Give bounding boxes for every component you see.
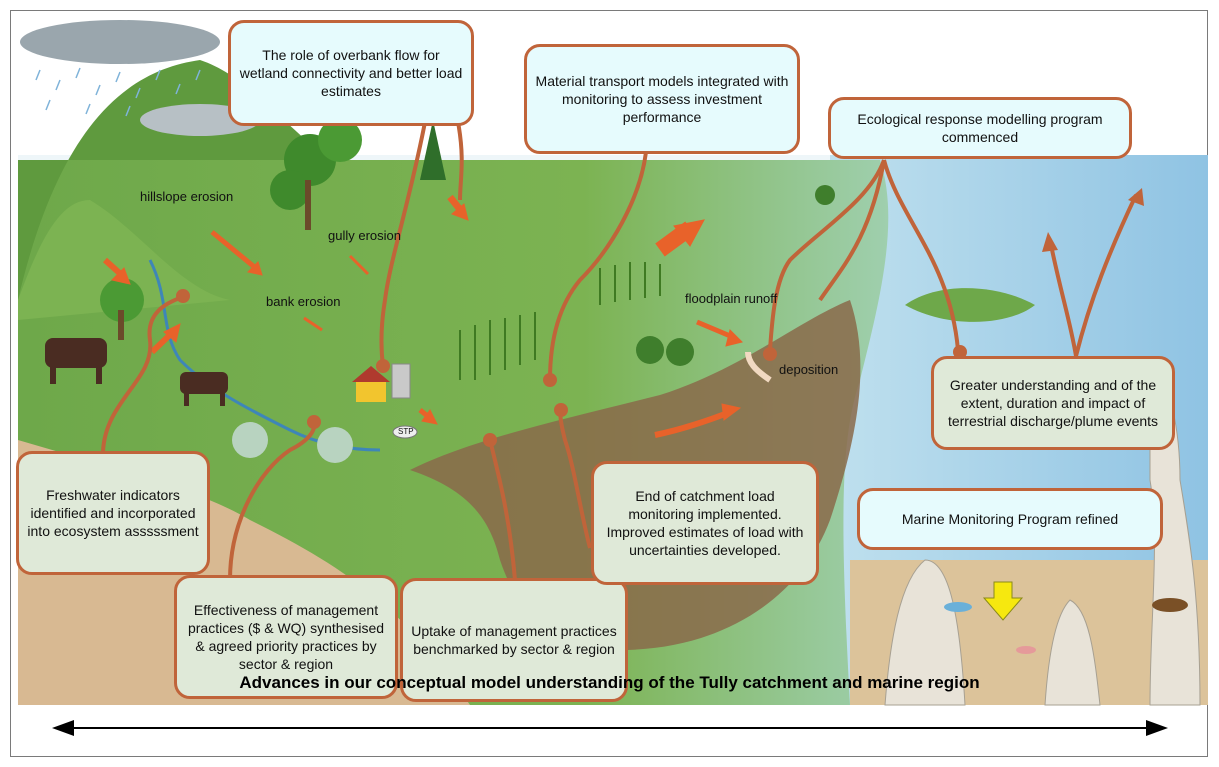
fish-icon xyxy=(944,602,972,612)
callout-greater-understanding: Greater understanding and of the extent,… xyxy=(931,356,1175,450)
reef-left xyxy=(884,559,966,706)
tree-icons xyxy=(100,118,835,463)
farmhouse-roof xyxy=(352,366,390,382)
crop-rows xyxy=(459,262,661,380)
label-floodplain-runoff: floodplain runoff xyxy=(685,291,778,306)
diagram-caption: Advances in our conceptual model underst… xyxy=(239,673,980,692)
callout-uptake: Uptake of management practices benchmark… xyxy=(400,578,628,702)
deposition-arrow xyxy=(745,351,772,383)
island xyxy=(905,288,1035,322)
callout-marine-monitoring: Marine Monitoring Program refined xyxy=(857,488,1163,550)
callout-end-of-catchment: End of catchment load monitoring impleme… xyxy=(591,461,819,585)
cattle-icons xyxy=(45,338,228,406)
fish-icon-2 xyxy=(1016,646,1036,654)
reef-middle xyxy=(1044,599,1101,706)
stp-icon xyxy=(392,425,418,439)
rain-cloud xyxy=(20,20,220,64)
callout-ecological-response: Ecological response modelling program co… xyxy=(828,97,1132,159)
label-gully-erosion: gully erosion xyxy=(328,228,401,243)
label-bank-erosion: bank erosion xyxy=(266,294,341,309)
label-deposition: deposition xyxy=(779,362,839,377)
label-stp: STP xyxy=(398,427,414,436)
callout-overbank-flow: The role of overbank flow for wetland co… xyxy=(228,20,474,126)
rain xyxy=(35,67,201,117)
callout-effectiveness: Effectiveness of management practices ($… xyxy=(174,575,398,699)
leader-end-dots xyxy=(176,289,967,447)
timeline-double-arrow xyxy=(52,720,1168,736)
leader-lines xyxy=(101,121,1138,581)
farmhouse-icon xyxy=(356,380,386,402)
callout-material-transport: Material transport models integrated wit… xyxy=(524,44,800,154)
yellow-down-arrow-icon xyxy=(982,581,1024,621)
process-arrows xyxy=(102,194,743,438)
callout-freshwater-indicators: Freshwater indicators identified and inc… xyxy=(16,451,210,575)
silo-icon xyxy=(391,363,411,399)
leader-arrowheads xyxy=(1042,188,1144,252)
label-hillslope-erosion: hillslope erosion xyxy=(140,189,234,204)
hill-left xyxy=(18,200,230,320)
turtle-icon xyxy=(1152,598,1188,612)
